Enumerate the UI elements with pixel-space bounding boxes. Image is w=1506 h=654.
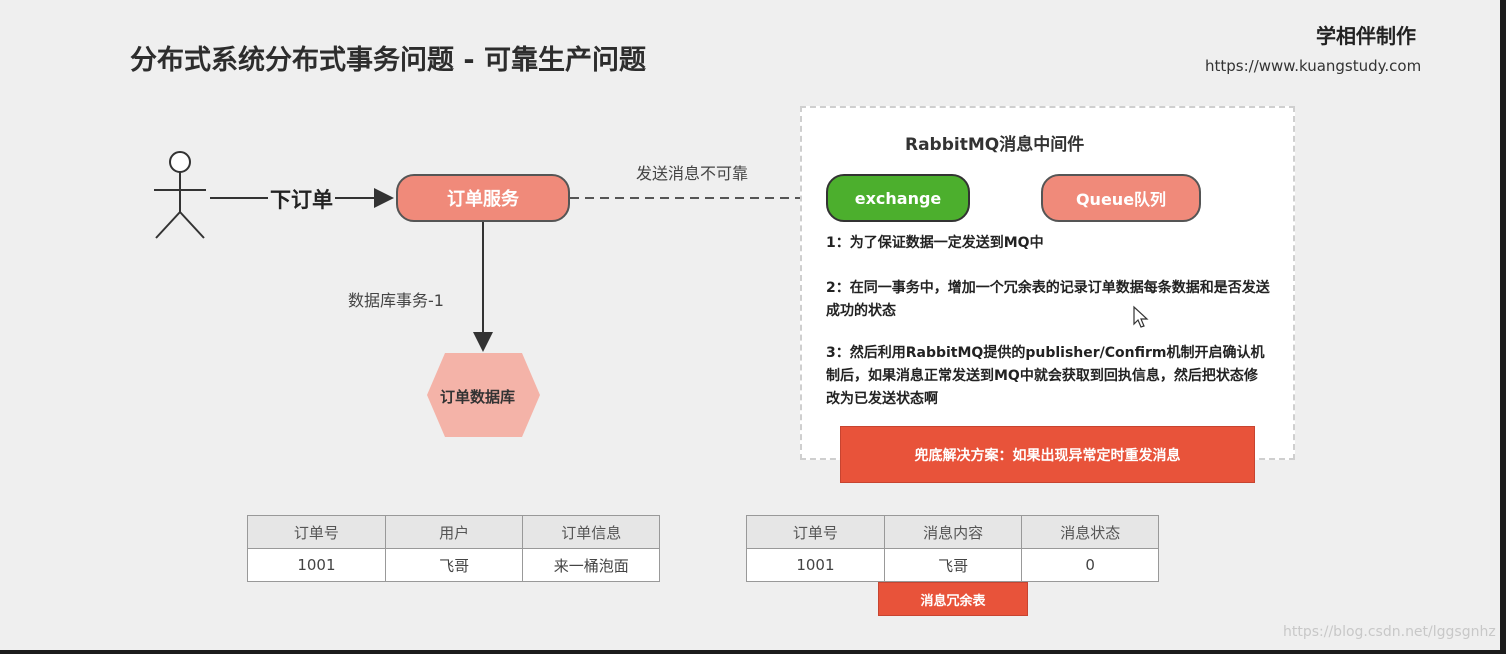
note-3: 3：然后利用RabbitMQ提供的publisher/Confirm机制开启确认… <box>826 345 1265 407</box>
order-table-cell: 飞哥 <box>384 548 524 582</box>
send-unreliable-label: 发送消息不可靠 <box>636 164 749 183</box>
brand-name: 学相伴制作 <box>1316 24 1416 48</box>
order-table-header: 订单信息 <box>522 515 660 549</box>
message-table-header: 消息状态 <box>1021 515 1159 549</box>
fallback-banner: 兜底解决方案：如果出现异常定时重发消息 <box>840 426 1255 483</box>
message-table: 订单号 消息内容 消息状态 1001 飞哥 0 <box>746 515 1159 582</box>
cursor-icon <box>1133 305 1149 328</box>
order-table-header: 用户 <box>384 515 524 549</box>
message-table-cell: 1001 <box>746 548 885 582</box>
message-table-header: 订单号 <box>746 515 885 549</box>
note-2: 2：在同一事务中，增加一个冗余表的记录订单数据每条数据和是否发送成功的状态 <box>826 280 1270 319</box>
brand-url: https://www.kuangstudy.com <box>1205 57 1422 75</box>
order-table-cell: 来一桶泡面 <box>522 548 660 582</box>
page-title: 分布式系统分布式事务问题 - 可靠生产问题 <box>130 45 647 76</box>
place-order-label: 下订单 <box>268 184 335 214</box>
order-table-header: 订单号 <box>247 515 386 549</box>
db-transaction-label: 数据库事务-1 <box>348 291 444 310</box>
watermark: https://blog.csdn.net/lggsgnhz <box>1283 624 1496 640</box>
note-1: 1：为了保证数据一定发送到MQ中 <box>826 235 1044 251</box>
user-actor-icon <box>154 151 206 239</box>
message-table-cell: 飞哥 <box>883 548 1023 582</box>
queue-node: Queue队列 <box>1041 174 1201 222</box>
message-table-header: 消息内容 <box>883 515 1023 549</box>
exchange-node: exchange <box>826 174 970 222</box>
order-db-shape <box>427 353 540 437</box>
rabbitmq-title: RabbitMQ消息中间件 <box>905 135 1085 155</box>
order-table: 订单号 用户 订单信息 1001 飞哥 来一桶泡面 <box>247 515 660 582</box>
order-table-cell: 1001 <box>247 548 386 582</box>
order-service-node: 订单服务 <box>396 174 570 222</box>
message-table-cell: 0 <box>1021 548 1159 582</box>
rabbitmq-panel <box>800 106 1295 460</box>
redundant-table-tag: 消息冗余表 <box>878 582 1028 616</box>
order-db-label: 订单数据库 <box>440 388 516 406</box>
